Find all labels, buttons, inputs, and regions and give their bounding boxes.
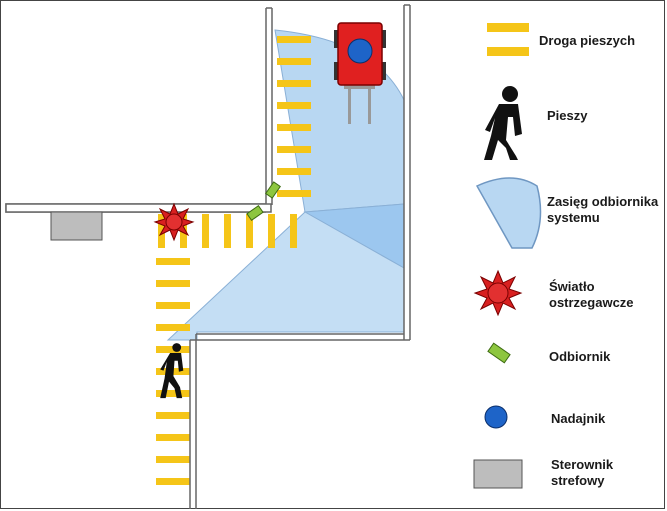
horizontal-wall-bar: [5, 203, 272, 213]
legend-label-pedestrian: Pieszy: [547, 108, 588, 123]
legend-range-icon: [475, 177, 542, 249]
walking-person-icon: [160, 343, 184, 399]
legend-label-receiver: Odbiornik: [549, 349, 611, 364]
crosswalk-upper: [277, 36, 311, 197]
receiver-icon-1: [265, 181, 281, 199]
legend-label-controller: Sterownik strefowy: [551, 457, 614, 488]
legend-controller-icon: [473, 459, 523, 489]
legend-label-warning-light: Światło ostrzegawcze: [549, 279, 634, 310]
legend-label-crosswalk: Droga pieszych: [539, 33, 636, 48]
transmitter-icon: [347, 38, 373, 64]
legend-label-transmitter: Nadajnik: [551, 411, 606, 426]
legend-star-burst-icon: [473, 269, 523, 317]
receiver-icon-2: [246, 205, 264, 221]
controller-box-icon: [50, 211, 103, 241]
legend-walking-person-icon: [484, 86, 522, 160]
legend-label-range: Zasięg odbiornika systemu: [547, 194, 659, 225]
legend-receiver-icon: [487, 342, 511, 364]
legend-crosswalk-icon: [487, 23, 529, 56]
legend-transmitter-icon: [484, 405, 508, 429]
star-burst-icon: [153, 202, 195, 242]
forklift-icon: [334, 22, 386, 124]
